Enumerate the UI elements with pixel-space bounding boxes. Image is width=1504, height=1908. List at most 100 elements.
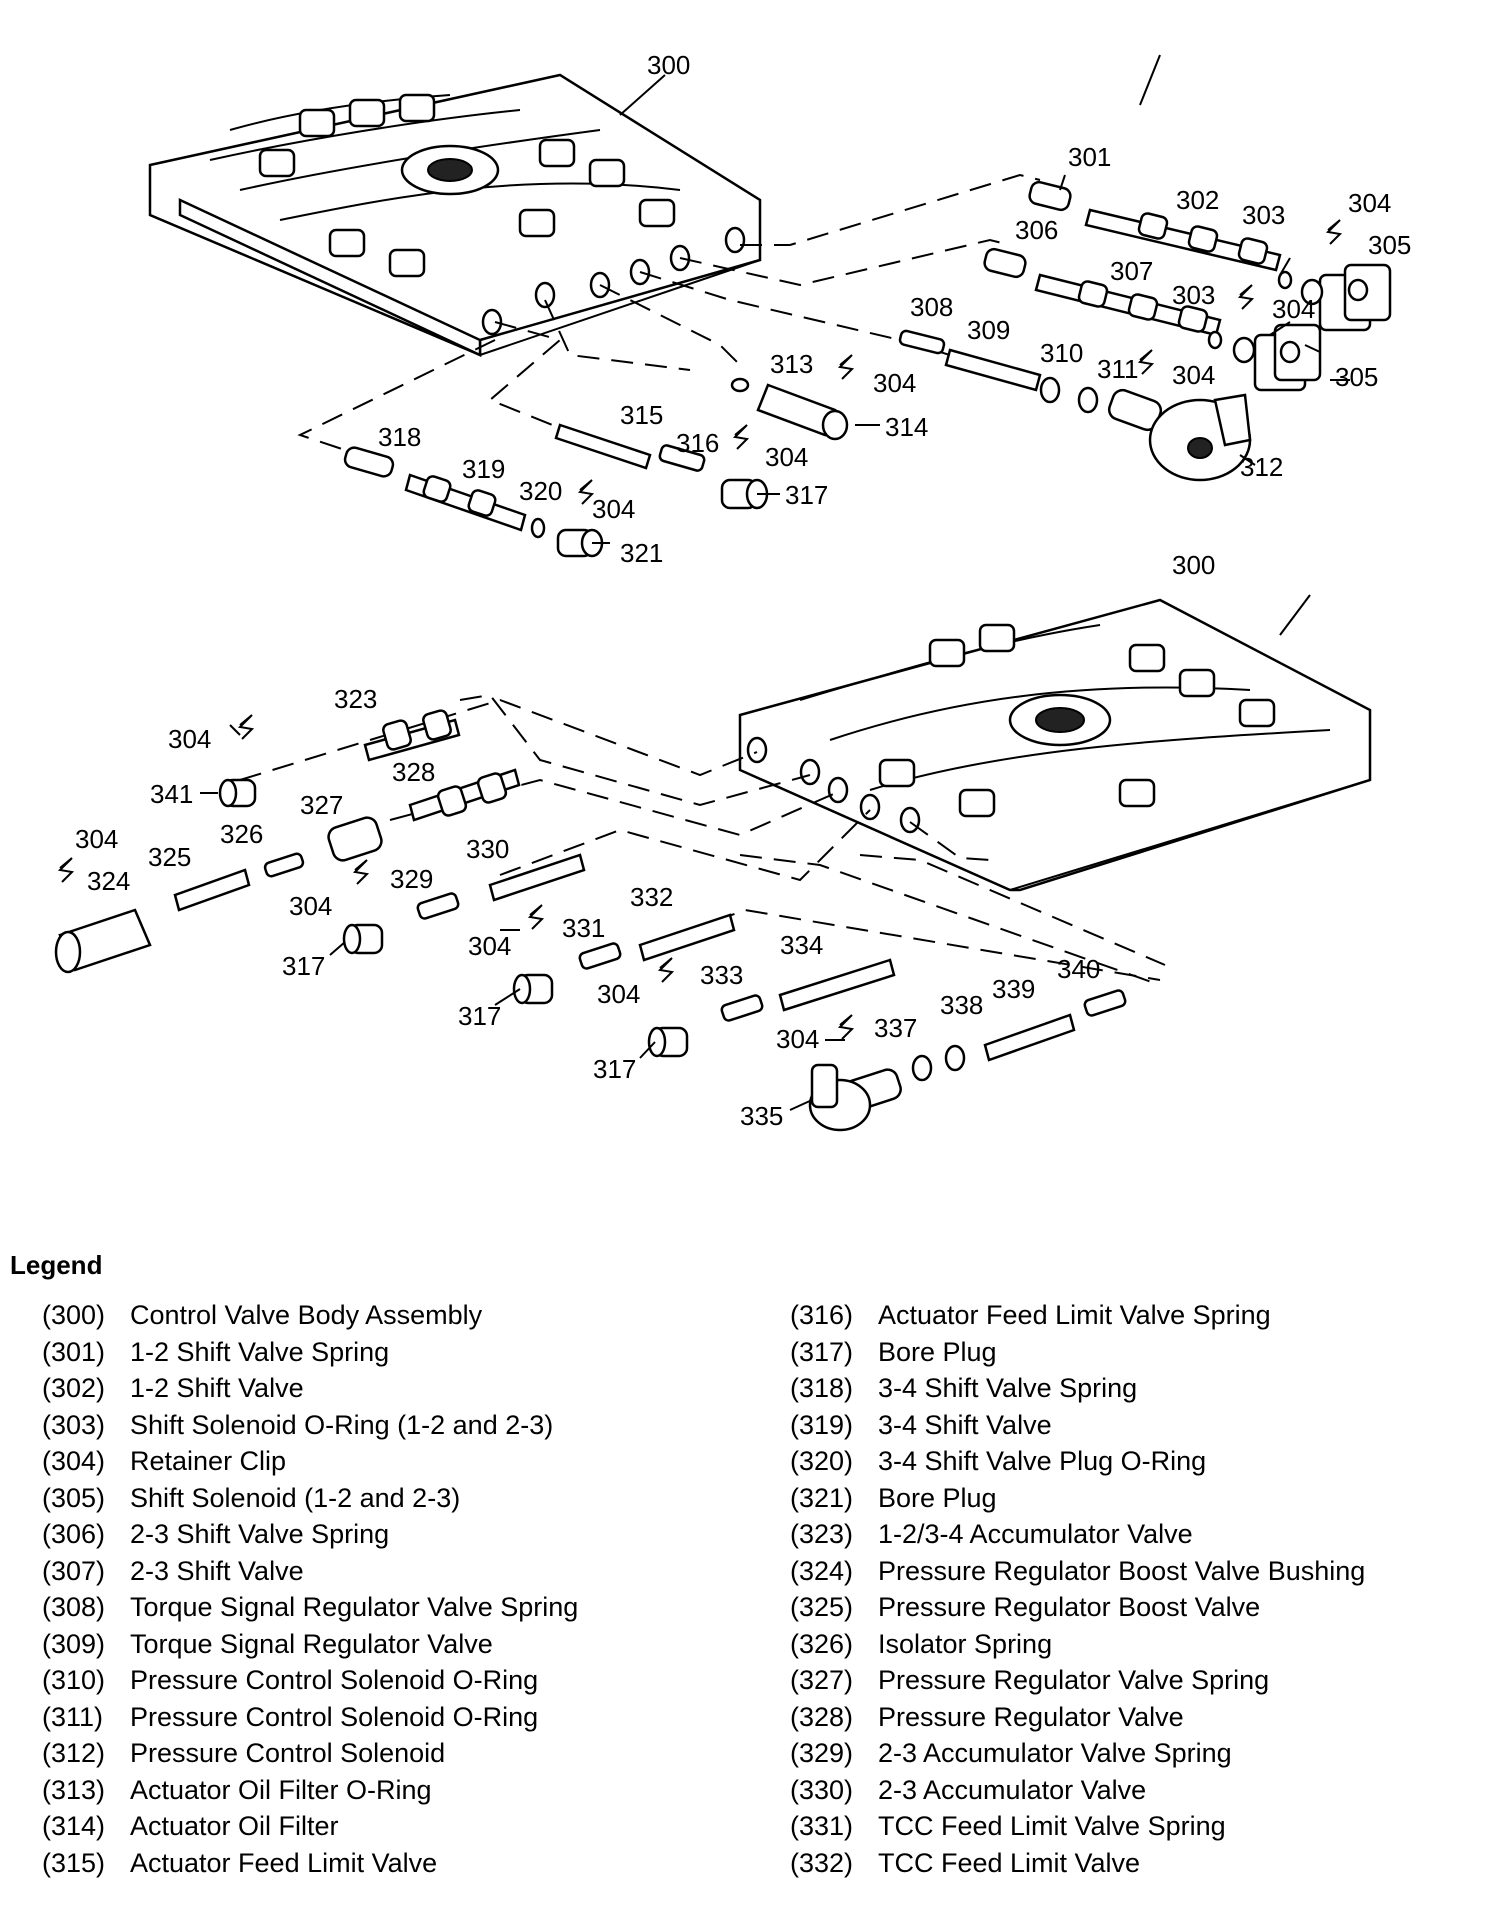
legend-item: (319)3-4 Shift Valve — [790, 1407, 1490, 1444]
plug-317-a — [342, 923, 384, 955]
callout-315: 315 — [620, 400, 663, 430]
callout-331: 331 — [562, 913, 605, 943]
callout-305-a: 305 — [1368, 230, 1411, 260]
callout-333: 333 — [700, 960, 743, 990]
legend-label: Actuator Feed Limit Valve — [130, 1847, 438, 1878]
plug-341 — [218, 778, 257, 808]
legend-item: (331)TCC Feed Limit Valve Spring — [790, 1808, 1490, 1845]
valve-body-lower — [738, 598, 1372, 892]
lower-parts — [54, 709, 1127, 1132]
legend-item: (318)3-4 Shift Valve Spring — [790, 1370, 1490, 1407]
legend-item: (306)2-3 Shift Valve Spring — [42, 1516, 742, 1553]
callout-304-f: 304 — [592, 494, 635, 524]
legend-label: Retainer Clip — [130, 1446, 287, 1476]
legend-item: (303)Shift Solenoid O-Ring (1-2 and 2-3) — [42, 1407, 742, 1444]
legend-code: (323) — [790, 1519, 854, 1549]
legend-item: (321)Bore Plug — [790, 1480, 1490, 1517]
legend-label: 2-3 Shift Valve Spring — [130, 1519, 390, 1549]
legend-label: 3-4 Shift Valve Plug O-Ring — [878, 1446, 1207, 1476]
callout-327: 327 — [300, 790, 343, 820]
valve-328 — [408, 768, 521, 822]
callout-312: 312 — [1240, 452, 1283, 482]
legend-item: (329)2-3 Accumulator Valve Spring — [790, 1735, 1490, 1772]
legend-code: (329) — [790, 1738, 854, 1768]
legend-item: (323) 1-2/3-4 Accumulator Valve — [790, 1516, 1490, 1553]
callout-308: 308 — [910, 292, 953, 322]
legend-label: Pressure Control Solenoid O-Ring — [130, 1665, 539, 1695]
legend-item: (311)Pressure Control Solenoid O-Ring — [42, 1699, 742, 1736]
legend-label: 3-4 Shift Valve Spring — [878, 1373, 1138, 1403]
legend-code: (307) — [42, 1555, 106, 1586]
legend-code: (320) — [790, 1446, 854, 1476]
solenoid-335 — [808, 1063, 902, 1132]
legend-label: 1-2 Shift Valve — [130, 1373, 304, 1403]
callout-325: 325 — [148, 842, 191, 872]
callout-309: 309 — [967, 315, 1010, 345]
legend-label: 1-2/3-4 Accumulator Valve — [878, 1519, 1193, 1549]
callout-304-j: 304 — [468, 931, 511, 961]
valve-302 — [1084, 208, 1282, 272]
legend-item: (320) 3-4 Shift Valve Plug O-Ring — [790, 1443, 1490, 1480]
legend-code: (330) — [790, 1774, 854, 1805]
callout-339: 339 — [992, 974, 1035, 1004]
valve-body-upper — [148, 73, 762, 357]
legend-code: (327) — [790, 1665, 854, 1695]
upper-parts — [343, 180, 1392, 558]
callout-317-upper: 317 — [785, 480, 828, 510]
callout-300-lower: 300 — [1172, 550, 1215, 580]
callout-317-a: 317 — [282, 951, 325, 981]
legend-label: Control Valve Body Assembly — [130, 1300, 483, 1330]
legend-left-column: (300) Control Valve Body Assembly (301)1-… — [42, 1297, 742, 1881]
plug-317-c — [647, 1026, 689, 1058]
legend-label: Pressure Regulator Boost Valve Bushing — [878, 1555, 1366, 1586]
callout-304-i: 304 — [289, 891, 332, 921]
legend-item: (325)Pressure Regulator Boost Valve — [790, 1589, 1490, 1626]
legend-code: (315) — [42, 1847, 106, 1878]
callout-328: 328 — [392, 757, 435, 787]
legend-label: 2-3 Shift Valve — [130, 1555, 304, 1586]
callout-301: 301 — [1068, 142, 1111, 172]
legend-code: (324) — [790, 1555, 854, 1586]
callout-306: 306 — [1015, 215, 1058, 245]
callout-340: 340 — [1057, 954, 1100, 984]
legend-item: (314)Actuator Oil Filter — [42, 1808, 742, 1845]
legend-code: (328) — [790, 1701, 854, 1732]
legend-title: Legend — [10, 1250, 103, 1280]
callout-307: 307 — [1110, 256, 1153, 286]
legend-item: (301)1-2 Shift Valve Spring — [42, 1334, 742, 1371]
legend-code: (300) — [42, 1300, 106, 1330]
legend-label: TCC Feed Limit Valve Spring — [878, 1811, 1226, 1841]
callout-338: 338 — [940, 990, 983, 1020]
callout-317-b: 317 — [458, 1001, 501, 1031]
legend-code: (310) — [42, 1665, 106, 1695]
callout-304-l: 304 — [776, 1024, 819, 1054]
callout-337: 337 — [874, 1013, 917, 1043]
legend-label: 2-3 Accumulator Valve — [878, 1774, 1147, 1805]
callout-332: 332 — [630, 882, 673, 912]
retainer-clips-upper — [577, 219, 1343, 505]
legend-code: (332) — [790, 1847, 854, 1878]
legend-item: (309)Torque Signal Regulator Valve — [42, 1626, 742, 1663]
callout-310: 310 — [1040, 338, 1083, 368]
legend-item: (300) Control Valve Body Assembly — [42, 1297, 742, 1334]
legend-label: Shift Solenoid (1-2 and 2-3) — [130, 1482, 461, 1513]
callout-304-c: 304 — [1172, 360, 1215, 390]
legend-label: Pressure Control Solenoid — [130, 1738, 446, 1768]
solenoid-305a — [1300, 263, 1392, 332]
legend-code: (326) — [790, 1628, 854, 1659]
legend-code: (309) — [42, 1628, 106, 1659]
callout-317-c: 317 — [593, 1054, 636, 1084]
callout-320: 320 — [519, 476, 562, 506]
legend-code: (302) — [42, 1373, 106, 1403]
legend-label: 3-4 Shift Valve — [878, 1409, 1052, 1440]
legend-item: (327) Pressure Regulator Valve Spring — [790, 1662, 1490, 1699]
legend-label: Pressure Regulator Valve Spring — [878, 1665, 1270, 1695]
legend-item: (316)Actuator Feed Limit Valve Spring — [790, 1297, 1490, 1334]
callout-323: 323 — [334, 684, 377, 714]
callout-335: 335 — [740, 1101, 783, 1131]
legend-label: 1-2 Shift Valve Spring — [130, 1336, 390, 1367]
retainer-clips-lower — [57, 714, 855, 1040]
legend-item: (304) Retainer Clip — [42, 1443, 742, 1480]
legend-code: (304) — [42, 1446, 106, 1476]
callout-324: 324 — [87, 866, 130, 896]
